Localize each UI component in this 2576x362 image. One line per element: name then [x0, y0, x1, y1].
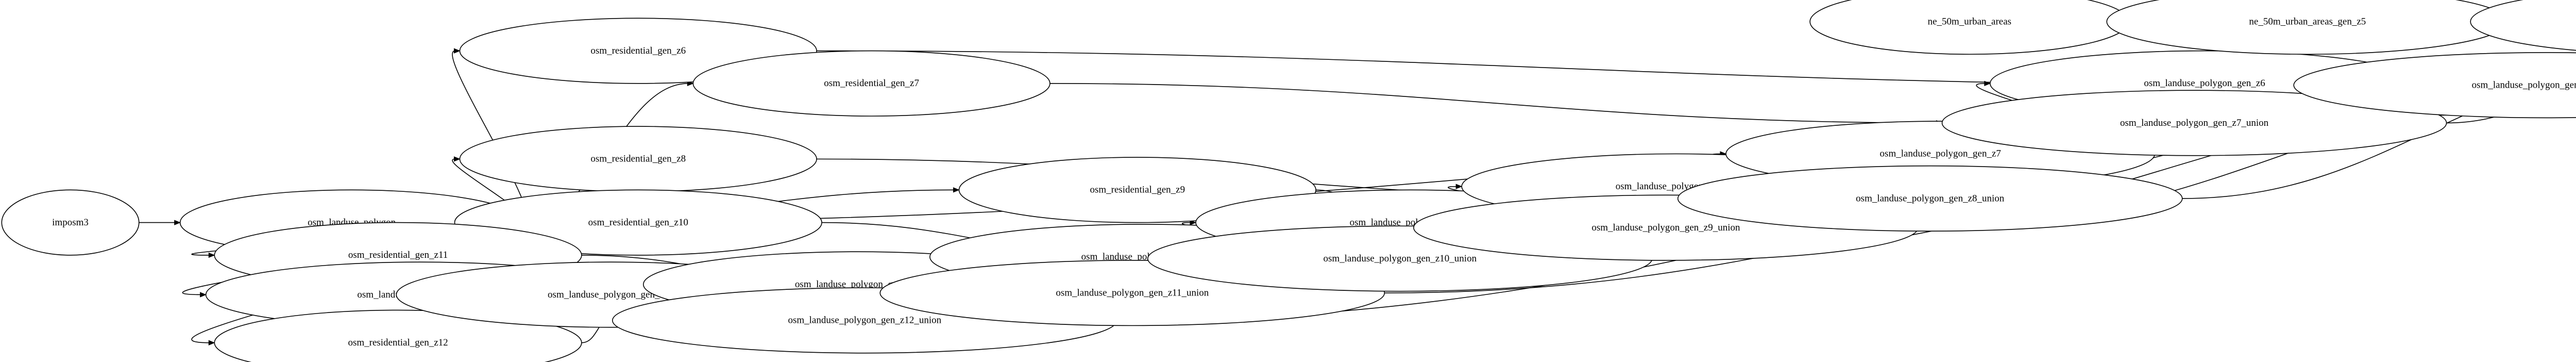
- edge-arrowhead: [953, 187, 960, 193]
- edge-arrowhead: [453, 156, 461, 162]
- graph-node-osm_landuse_polygon_gen_z6_union[interactable]: osm_landuse_polygon_gen_z6_union: [2293, 52, 2576, 119]
- node-label: osm_residential_gen_z8: [590, 154, 686, 164]
- edge-arrowhead: [208, 252, 215, 258]
- node-label: osm_residential_gen_z7: [824, 78, 919, 89]
- node-label: osm_landuse_polygon_gen_z6: [2144, 78, 2265, 89]
- edge-arrowhead: [453, 48, 461, 54]
- node-shape: [214, 309, 582, 362]
- graph-node-osm_residential_gen_z12[interactable]: osm_residential_gen_z12: [214, 309, 582, 362]
- graph-node-ne_50m_urban_areas[interactable]: ne_50m_urban_areas: [1809, 0, 2130, 55]
- graph-node-osm_landuse_polygon_gen_z7_union[interactable]: osm_landuse_polygon_gen_z7_union: [1941, 90, 2447, 156]
- node-shape: [2293, 52, 2576, 119]
- node-shape: [2470, 0, 2576, 51]
- node-label: osm_landuse_polygon_gen_z7: [1880, 149, 2001, 159]
- node-label: osm_landuse_polygon_gen_z6_union: [2472, 80, 2576, 91]
- graph-node-ne_50m_urban_areas_gen_z5[interactable]: ne_50m_urban_areas_gen_z5: [2106, 0, 2509, 55]
- edge-arrowhead: [208, 340, 215, 345]
- node-label: osm_residential_gen_z10: [588, 217, 688, 228]
- graph-node-osm_residential_gen_z8[interactable]: osm_residential_gen_z8: [459, 126, 817, 192]
- node-label: osm_landuse_polygon_gen_z9_union: [1591, 222, 1740, 233]
- node-label: osm_residential_gen_z12: [348, 337, 448, 348]
- node-label: osm_landuse_polygon_gen_z7_union: [2120, 118, 2269, 128]
- node-shape: [1677, 165, 2183, 232]
- node-shape: [1, 189, 140, 256]
- node-shape: [692, 50, 1050, 117]
- node-label: osm_landuse_polygon_gen_z12_union: [788, 315, 941, 326]
- node-label: osm_residential_gen_z9: [1090, 185, 1185, 195]
- graph-edge: [1049, 83, 1938, 124]
- edge-arrowhead: [1455, 184, 1463, 189]
- node-label: osm_landuse_polygon_gen_z8_union: [1856, 193, 2005, 204]
- node-label: osm_landuse_polygon_gen_z12: [548, 289, 674, 300]
- node-label: osm_residential_gen_z6: [590, 45, 686, 56]
- node-label: ne_50m_urban_areas_gen_z5: [2249, 16, 2366, 27]
- node-label: ne_50m_urban_areas: [1928, 16, 2012, 27]
- node-shape: [1941, 90, 2447, 156]
- graph-node-osm_landuse_polygon_gen_z8_union[interactable]: osm_landuse_polygon_gen_z8_union: [1677, 165, 2183, 232]
- node-label: imposm3: [52, 217, 89, 228]
- graph-node-imposm3[interactable]: imposm3: [1, 189, 140, 256]
- graph-node-osm_residential_gen_z7[interactable]: osm_residential_gen_z7: [692, 50, 1050, 117]
- graph-node-ne_50m_urban_areas_gen_z4[interactable]: ne_50m_urban_areas_gen_z4: [2470, 0, 2576, 54]
- edge-arrowhead: [200, 292, 207, 298]
- node-label: osm_residential_gen_z11: [348, 250, 448, 260]
- node-label: osm_landuse_polygon_gen_z11_union: [1056, 287, 1209, 298]
- node-shape: [1809, 0, 2130, 55]
- node-shape: [2106, 0, 2509, 55]
- node-label: osm_landuse_polygon_gen_z10_union: [1323, 253, 1477, 264]
- edge-arrowhead: [174, 220, 181, 225]
